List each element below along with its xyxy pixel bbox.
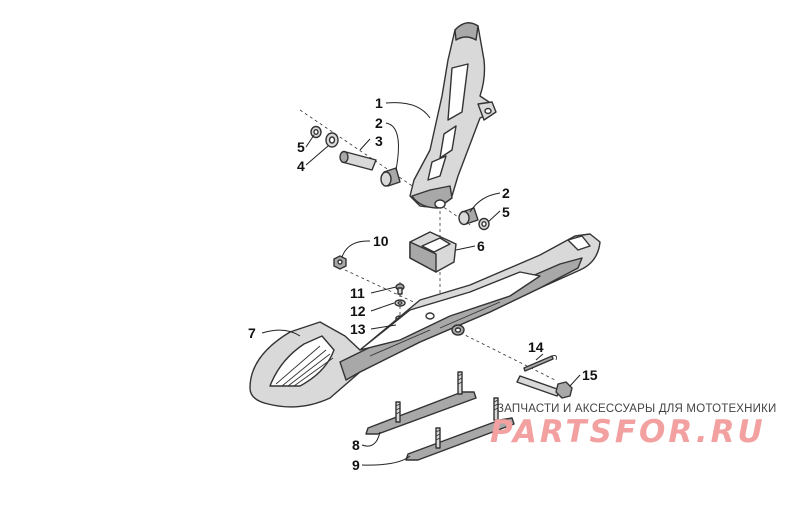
washer-right (478, 217, 490, 231)
washer-left-inner (325, 132, 339, 148)
callout-3: 3 (375, 133, 383, 149)
callout-7: 7 (248, 325, 256, 341)
carbide-runner (405, 397, 515, 461)
callout-5-right: 5 (502, 204, 510, 220)
callout-labels: 1 2 3 5 4 2 5 10 6 11 12 13 7 14 15 8 9 (248, 95, 598, 473)
washer-left-outer (310, 125, 322, 139)
callout-8: 8 (352, 437, 360, 453)
bolt-part (395, 283, 405, 295)
watermark-logo: PARTSFOR.RU (490, 414, 766, 450)
ski-body (249, 233, 601, 408)
callout-9: 9 (352, 457, 360, 473)
callout-4: 4 (297, 158, 305, 174)
wear-bar-upper (365, 371, 477, 435)
bushing-right (458, 207, 479, 226)
callout-2-right: 2 (502, 185, 510, 201)
bushing-left (380, 167, 401, 187)
leader-lines (261, 102, 581, 466)
spindle-part (409, 22, 497, 209)
callout-6: 6 (477, 238, 485, 254)
washer-small (394, 299, 406, 307)
sleeve-part (339, 150, 377, 171)
cotter-pin (523, 355, 557, 372)
callout-13: 13 (350, 321, 366, 337)
nut-part (333, 255, 347, 270)
callout-11: 11 (350, 285, 365, 301)
callout-15: 15 (582, 367, 598, 383)
ski-bolt (516, 375, 573, 399)
callout-10: 10 (373, 233, 389, 249)
watermark-tagline: ЗАПЧАСТИ И АКСЕССУАРЫ ДЛЯ МОТОТЕХНИКИ (497, 403, 777, 415)
callout-12: 12 (350, 303, 366, 319)
callout-2-upper-left: 2 (375, 115, 383, 131)
callout-1: 1 (375, 95, 383, 111)
callout-14: 14 (528, 339, 544, 355)
callout-5-left: 5 (297, 139, 305, 155)
damper-block (409, 231, 457, 273)
